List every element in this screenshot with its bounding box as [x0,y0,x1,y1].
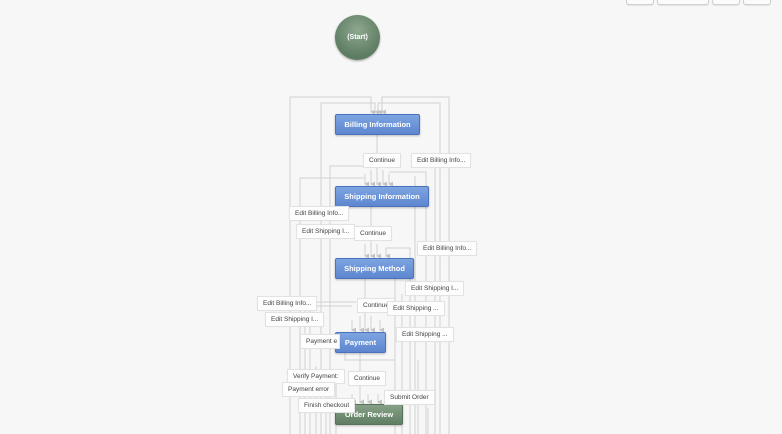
toolbar-button-4[interactable] [743,0,771,5]
edge-label-edit-billing[interactable]: Edit Billing Info... [417,241,478,256]
connector-shipinfo-loop-3 [389,171,427,434]
edge-label-edit-shipping[interactable]: Edit Shipping ... [396,327,454,342]
edge-label-payment-error[interactable]: Payment error [282,382,336,397]
connector-pay-self [344,351,395,361]
connector-loop-2 [381,96,450,434]
toolbar-button-1[interactable] [626,0,654,5]
edge-label-edit-shipping[interactable]: Edit Shipping ... [387,301,445,316]
start-node[interactable]: (Start) [335,15,380,60]
edge-label-continue[interactable]: Continue [363,153,402,168]
edge-label-edit-shipping[interactable]: Edit Shipping I... [265,312,325,327]
edge-label-edit-billing[interactable]: Edit Billing Info... [289,206,350,221]
edge-label-edit-shipping[interactable]: Edit Shipping I... [296,224,356,239]
edge-label-submit-order[interactable]: Submit Order [384,390,435,405]
connector-loop-4 [377,102,441,434]
edge-label-edit-billing[interactable]: Edit Billing Info... [257,296,318,311]
node-shipping-information[interactable]: Shipping Information [335,186,429,207]
node-shipping-method[interactable]: Shipping Method [335,258,414,279]
edge-label-continue[interactable]: Continue [348,371,387,386]
edge-label-finish-checkout[interactable]: Finish checkout [298,398,356,413]
edge-label-continue[interactable]: Continue [354,226,393,241]
node-label: Payment [344,338,377,347]
node-label: Shipping Information [344,192,420,201]
node-label: Billing Information [344,120,411,129]
edge-label-continue[interactable]: Continue [357,298,396,313]
edge-label-payment-error[interactable]: Payment e [300,334,341,349]
node-billing-information[interactable]: Billing Information [335,114,420,135]
edge-label-edit-shipping[interactable]: Edit Shipping I... [405,281,465,296]
node-payment[interactable]: Payment [335,332,386,353]
node-label: Shipping Method [344,264,405,273]
connector-loop-3 [320,102,379,434]
edge-label-edit-billing[interactable]: Edit Billing Info... [411,153,472,168]
connector-loop-1 [289,96,375,434]
start-node-label: (Start) [347,34,368,41]
toolbar-button-2[interactable] [657,0,709,5]
connector-sm-loop [386,247,411,434]
toolbar-button-3[interactable] [712,0,740,5]
node-label: Order Review [344,410,394,419]
